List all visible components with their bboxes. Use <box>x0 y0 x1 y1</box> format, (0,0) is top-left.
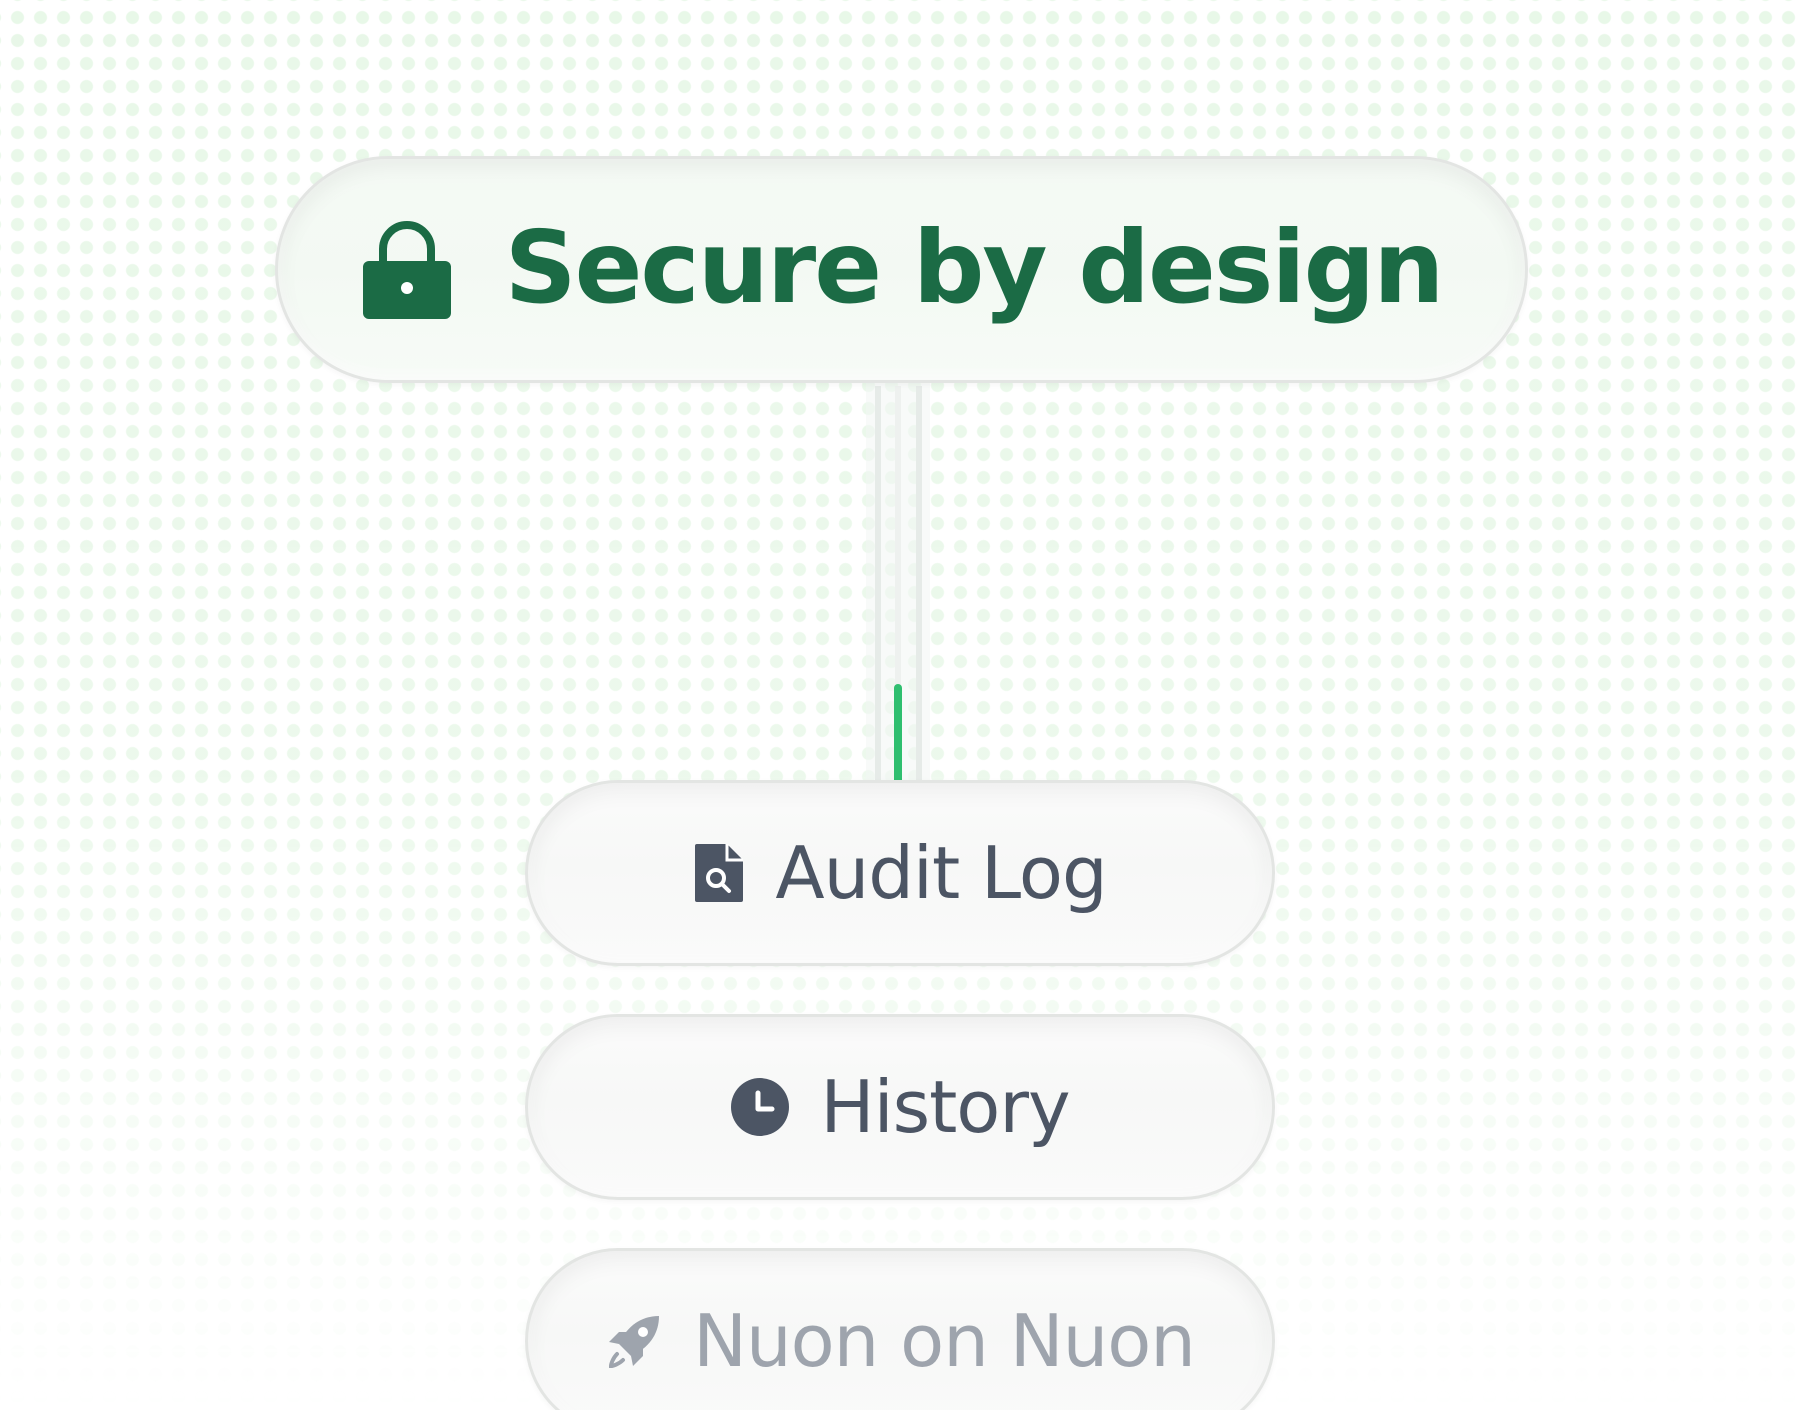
secure-by-design-pill[interactable]: Secure by design <box>275 156 1528 383</box>
rocket-icon <box>605 1312 663 1370</box>
document-search-icon <box>693 842 745 904</box>
history-label: History <box>820 1065 1070 1149</box>
connector-lines <box>828 383 968 800</box>
history-pill[interactable]: History <box>525 1014 1275 1200</box>
audit-log-pill[interactable]: Audit Log <box>525 780 1275 966</box>
secure-by-design-label: Secure by design <box>504 208 1445 326</box>
lock-icon <box>361 219 453 321</box>
nuon-on-nuon-label: Nuon on Nuon <box>693 1299 1196 1383</box>
nuon-on-nuon-pill[interactable]: Nuon on Nuon <box>525 1248 1275 1410</box>
clock-icon <box>730 1077 790 1137</box>
audit-log-label: Audit Log <box>775 831 1107 915</box>
